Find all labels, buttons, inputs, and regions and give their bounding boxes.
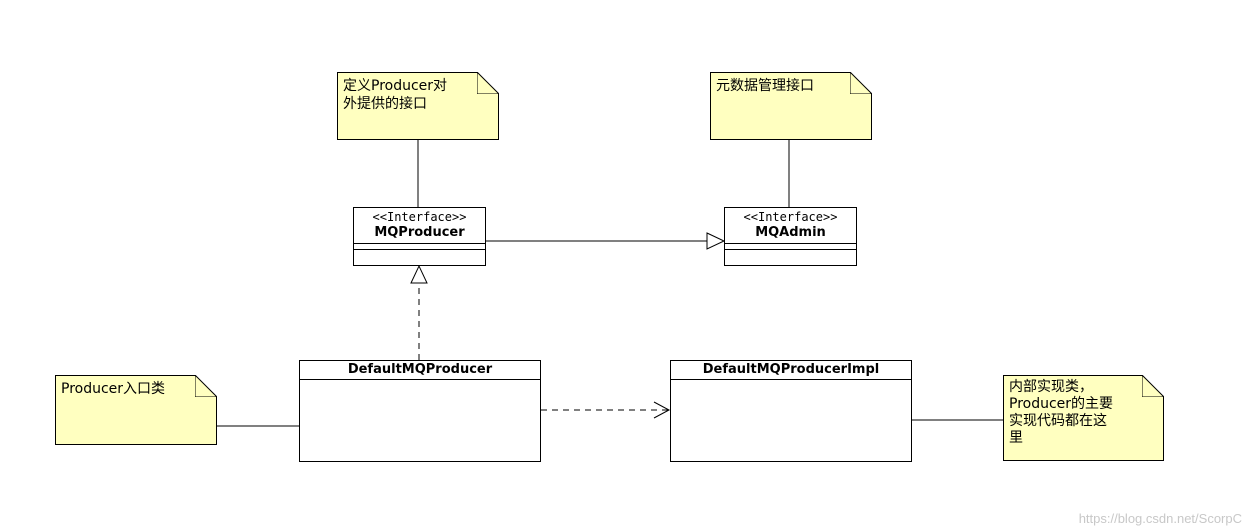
class-header: <<Interface>> MQAdmin bbox=[725, 208, 856, 244]
class-operations-section bbox=[354, 250, 485, 255]
class-operations-section bbox=[725, 250, 856, 255]
class-default-mq-producer: DefaultMQProducer bbox=[299, 360, 541, 462]
note-admin-api-text: 元数据管理接口 bbox=[716, 78, 814, 94]
class-mqadmin: <<Interface>> MQAdmin bbox=[724, 207, 857, 266]
dependency-arrowhead bbox=[653, 401, 671, 419]
watermark: https://blog.csdn.net/ScorpC bbox=[1078, 511, 1242, 526]
class-header: DefaultMQProducerImpl bbox=[671, 361, 911, 380]
class-mqproducer: <<Interface>> MQProducer bbox=[353, 207, 486, 266]
class-header: DefaultMQProducer bbox=[300, 361, 540, 380]
note-producer-api-text: 定义Producer对 外提供的接口 bbox=[343, 78, 448, 112]
class-default-mq-producer-impl: DefaultMQProducerImpl bbox=[670, 360, 912, 462]
generalization-arrowhead bbox=[706, 232, 726, 250]
note-producer-entry: Producer入口类 bbox=[55, 375, 217, 445]
note-fold-icon bbox=[850, 72, 872, 94]
note-producer-api: 定义Producer对 外提供的接口 bbox=[337, 72, 499, 140]
class-name: DefaultMQProducerImpl bbox=[702, 362, 880, 377]
class-attributes-section bbox=[725, 244, 856, 250]
class-stereotype: <<Interface>> bbox=[743, 210, 838, 224]
note-impl-desc-text: 内部实现类， Producer的主要 实现代码都在这 里 bbox=[1009, 379, 1114, 446]
note-fold-icon bbox=[1142, 375, 1164, 397]
realization-arrowhead bbox=[410, 264, 428, 284]
note-fold-icon bbox=[195, 375, 217, 397]
class-name: MQAdmin bbox=[755, 225, 826, 240]
note-fold-icon bbox=[477, 72, 499, 94]
note-producer-entry-text: Producer入口类 bbox=[61, 381, 166, 397]
class-header: <<Interface>> MQProducer bbox=[354, 208, 485, 244]
class-stereotype: <<Interface>> bbox=[372, 210, 467, 224]
note-admin-api: 元数据管理接口 bbox=[710, 72, 872, 140]
class-attributes-section bbox=[354, 244, 485, 250]
note-impl-desc: 内部实现类， Producer的主要 实现代码都在这 里 bbox=[1003, 375, 1164, 461]
class-name: MQProducer bbox=[374, 225, 465, 240]
class-name: DefaultMQProducer bbox=[347, 362, 493, 377]
